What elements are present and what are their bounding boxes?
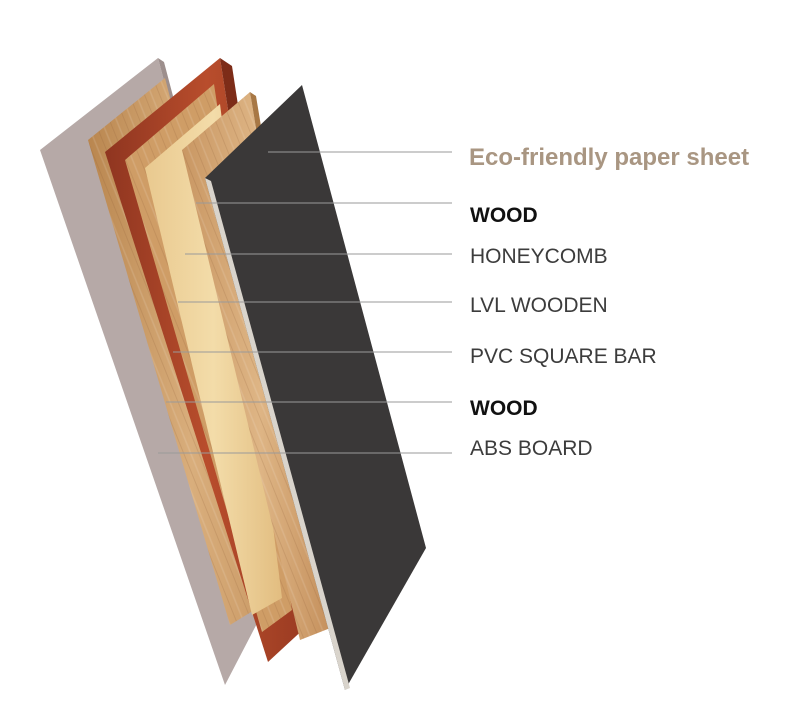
label-pvc-square-bar: PVC SQUARE BAR	[470, 345, 657, 368]
paper-sheet-layer	[205, 85, 426, 690]
label-lvl-wooden: LVL WOODEN	[470, 294, 608, 317]
label-honeycomb: HONEYCOMB	[470, 245, 608, 268]
honeycomb-layer	[145, 104, 282, 615]
label-wood-front: WOOD	[470, 204, 538, 227]
leader-lines	[158, 151, 452, 454]
label-abs-board: ABS BOARD	[470, 437, 593, 460]
title-eco-friendly-paper-sheet: Eco-friendly paper sheet	[469, 144, 750, 171]
label-wood-back: WOOD	[470, 397, 538, 420]
paper-sheet-edge	[205, 178, 350, 690]
